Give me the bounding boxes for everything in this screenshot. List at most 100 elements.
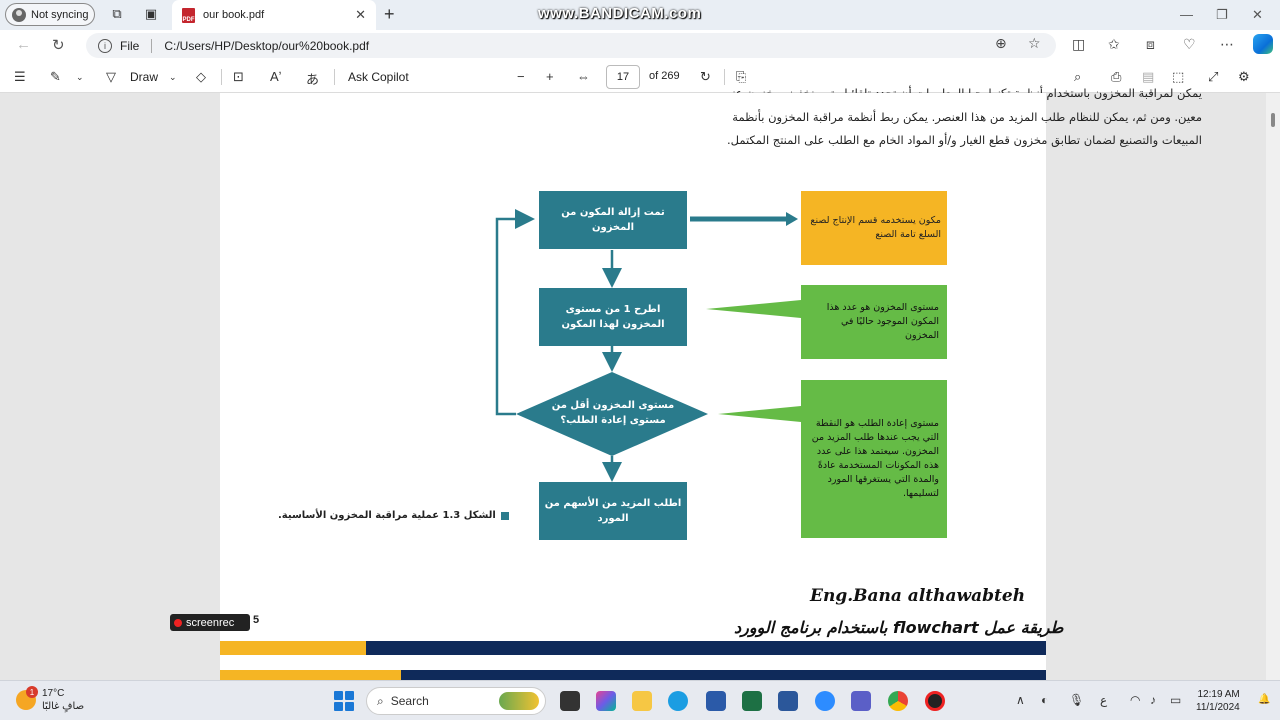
collections-icon[interactable]: ⧈ [1146, 36, 1155, 52]
minimize-icon[interactable]: — [1180, 7, 1193, 22]
translate-icon[interactable]: あ [306, 72, 320, 87]
taskbar-search-input[interactable]: ⌕ Search [366, 687, 546, 715]
find-search-icon[interactable]: ⌕ [1074, 69, 1082, 84]
zoom-out-icon[interactable]: − [517, 69, 525, 84]
edge-browser-icon[interactable] [668, 691, 688, 711]
chrome-icon[interactable] [888, 691, 908, 711]
toolbar-separator [221, 69, 222, 85]
footer-band-navy-2 [401, 670, 1046, 680]
word-icon[interactable] [778, 691, 798, 711]
file-explorer-icon[interactable] [632, 691, 652, 711]
screenrec-badge: screenrec [170, 614, 250, 631]
flow-step-subtract-stock: اطرح 1 من مستوى المخزون لهذا المكون [539, 288, 687, 346]
weather-widget[interactable]: 1 17°C صافٍ غالبًا [16, 686, 85, 713]
close-window-icon[interactable]: ✕ [1252, 7, 1263, 22]
settings-gear-icon[interactable]: ⚙ [1238, 69, 1250, 84]
volume-icon[interactable]: ♪ [1150, 693, 1156, 707]
microphone-icon[interactable]: 🎙 [1069, 693, 1085, 707]
read-aloud-icon[interactable]: Aʼ [270, 69, 282, 84]
taskbar-clock[interactable]: 12:19 AM 11/1/2024 [1196, 688, 1240, 714]
language-indicator[interactable]: ع [1100, 693, 1108, 707]
total-pages-label: of 269 [649, 70, 680, 82]
address-bar[interactable]: i File C:/Users/HP/Desktop/our%20book.pd… [86, 33, 1056, 58]
toolbar-separator [724, 69, 725, 85]
zoom-icon[interactable] [815, 691, 835, 711]
copilot-app-icon[interactable] [596, 691, 616, 711]
notifications-icon[interactable]: 🔔 [1258, 694, 1271, 705]
close-tab-icon[interactable]: ✕ [355, 7, 366, 22]
record-dot-icon [174, 618, 182, 627]
footer-band-navy [366, 641, 1046, 655]
sync-label: Not syncing [31, 8, 89, 21]
toolbar-separator [334, 69, 335, 85]
taskbar: 1 17°C صافٍ غالبًا ⌕ Search ∧ ◐ 🎙 ع ◠ ♪ … [0, 680, 1280, 720]
pdf-file-icon: PDF [182, 7, 195, 23]
save-icon[interactable]: ▤ [1142, 69, 1155, 84]
tab-title: our book.pdf [203, 9, 265, 21]
maximize-icon[interactable]: ❐ [1216, 7, 1228, 22]
weather-badge: 1 [26, 686, 38, 698]
bandicam-icon[interactable] [925, 691, 945, 711]
draw-label[interactable]: Draw [130, 70, 159, 84]
more-menu-icon[interactable]: ⋯ [1220, 36, 1234, 52]
wifi-icon[interactable]: ◠ [1130, 693, 1141, 707]
tab-our-book[interactable]: PDF our book.pdf ✕ [172, 0, 376, 30]
favorites-icon[interactable]: ✩ [1108, 36, 1120, 52]
save-as-icon[interactable]: ⬚ [1172, 69, 1185, 84]
split-screen-icon[interactable]: ◫ [1072, 36, 1086, 52]
page-number-label: 5 [253, 614, 260, 626]
tray-overflow-icon[interactable]: ∧ [1016, 693, 1025, 707]
teams-icon[interactable] [851, 691, 871, 711]
tray-app-icon[interactable]: ◐ [1041, 693, 1049, 707]
page-number-input[interactable]: 17 [606, 65, 640, 89]
text-box-icon[interactable]: ⊡ [233, 69, 244, 84]
page-view-icon[interactable]: ⎘ [736, 69, 747, 84]
paragraph-cutoff [220, 93, 1046, 103]
note-stock-level: مستوى المخزون هو عدد هذا المكون الموجود … [801, 285, 947, 359]
refresh-icon[interactable]: ↻ [52, 37, 65, 54]
rotate-icon[interactable]: ↻ [700, 69, 711, 84]
workspaces-icon[interactable]: ⧉ [112, 6, 122, 21]
flow-step-order-more: اطلب المزيد من الأسهم من المورد [539, 482, 687, 540]
weather-description: صافٍ غالبًا [42, 701, 85, 712]
store-icon[interactable] [706, 691, 726, 711]
zoom-icon[interactable]: ⊕ [995, 35, 1007, 51]
profile-sync-button[interactable]: Not syncing [5, 3, 95, 26]
browser-essentials-icon[interactable]: ♡ [1183, 36, 1196, 52]
temperature-label: 17°C [42, 688, 65, 699]
ask-copilot-button[interactable]: Ask Copilot [348, 70, 409, 84]
favorite-star-icon[interactable]: ☆ [1028, 35, 1041, 51]
address-row: ← ↻ i File C:/Users/HP/Desktop/our%20boo… [0, 30, 1280, 60]
fit-width-icon[interactable]: ⇔ [577, 69, 590, 84]
eraser-icon[interactable]: ◇ [196, 69, 206, 84]
task-view-icon[interactable] [560, 691, 580, 711]
search-label: Search [390, 694, 429, 708]
back-arrow-icon[interactable]: ← [16, 36, 31, 53]
tab-actions-icon[interactable]: ▣ [144, 6, 158, 21]
clock-time: 12:19 AM [1197, 689, 1240, 700]
draw-icon[interactable]: ▽ [106, 69, 116, 84]
vertical-scrollbar[interactable] [1266, 93, 1280, 680]
flow-decision-reorder: مستوى المخزون أقل من مستوى إعادة الطلب؟ [551, 400, 675, 426]
video-title-overlay: طريقة عمل flowchart باستخدام برنامج الوو… [734, 618, 1064, 637]
copilot-icon[interactable] [1253, 34, 1273, 54]
scrollbar-thumb[interactable] [1271, 113, 1275, 127]
draw-dropdown-icon[interactable]: ⌄ [169, 72, 177, 82]
contents-list-icon[interactable]: ☰ [14, 69, 26, 84]
start-windows-icon[interactable] [334, 691, 354, 711]
highlight-icon[interactable]: ✎ [50, 69, 61, 84]
battery-icon[interactable]: ▭ [1170, 693, 1182, 707]
search-highlight-icon [499, 692, 539, 710]
author-overlay: Eng.Bana althawabteh [810, 586, 1026, 606]
highlight-dropdown-icon[interactable]: ⌄ [76, 72, 84, 82]
new-tab-icon[interactable]: + [384, 4, 395, 24]
paragraph-line-2: معين. ومن ثم، يمكن للنظام طلب المزيد من … [732, 110, 1202, 124]
clock-date: 11/1/2024 [1196, 702, 1240, 713]
print-icon[interactable]: ⎙ [1111, 69, 1122, 84]
title-bar: Not syncing ⧉ ▣ PDF our book.pdf ✕ + www… [0, 0, 1280, 30]
caption-text: الشكل 1.3 عملية مراقبة المخزون الأساسية. [278, 510, 496, 521]
excel-icon[interactable] [742, 691, 762, 711]
zoom-in-icon[interactable]: + [546, 69, 554, 84]
full-screen-icon[interactable]: ⤢ [1208, 69, 1219, 84]
note-reorder-level: مستوى إعادة الطلب هو النقطة التي يجب عند… [801, 380, 947, 538]
